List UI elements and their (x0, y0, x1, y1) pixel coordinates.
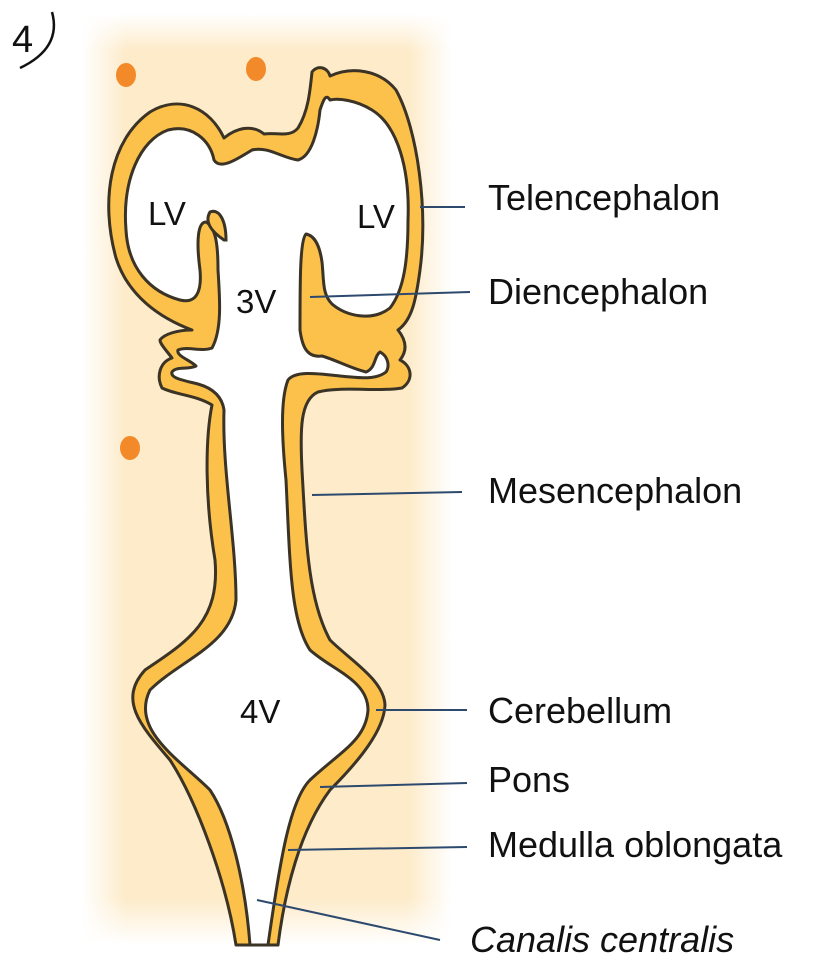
label-mesencephalon: Mesencephalon (488, 470, 742, 511)
label-diencephalon: Diencephalon (488, 271, 708, 312)
label-lv-left: LV (148, 195, 186, 232)
label-cerebellum: Cerebellum (488, 690, 672, 731)
label-medulla-oblongata: Medulla oblongata (488, 824, 783, 865)
label-canalis-centralis: Canalis centralis (470, 919, 734, 960)
label-lv-right: LV (357, 198, 395, 235)
label-telencephalon: Telencephalon (488, 177, 720, 218)
label-fourth-ventricle: 4V (240, 693, 280, 730)
figure-number: 4 (12, 19, 33, 61)
label-pons: Pons (488, 759, 570, 800)
label-third-ventricle: 3V (236, 283, 276, 320)
